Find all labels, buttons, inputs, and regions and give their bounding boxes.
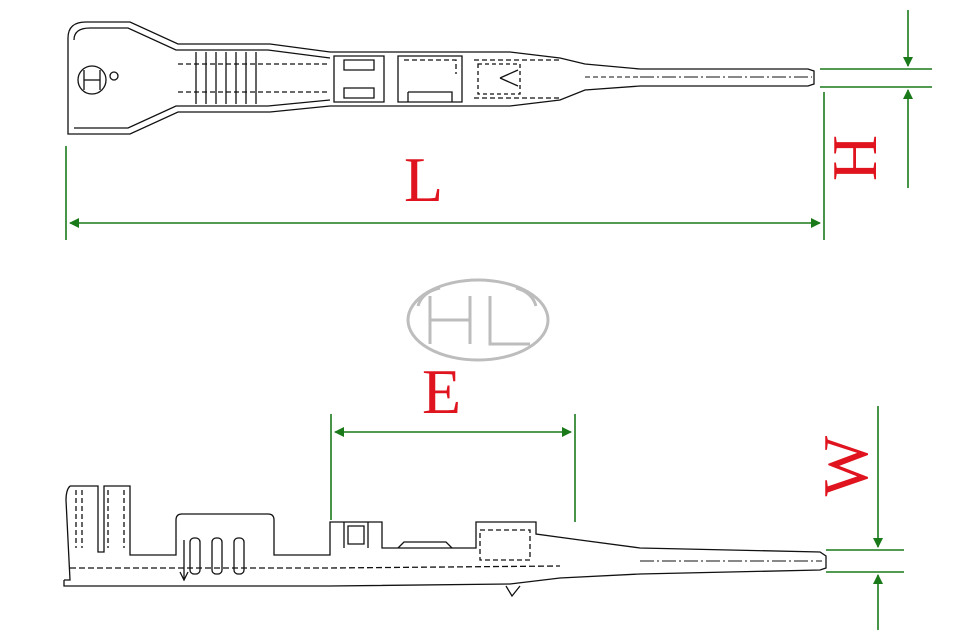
- dimension-label-length: L: [404, 144, 444, 215]
- dimension-label-width: W: [810, 435, 882, 497]
- side-view-terminal: [63, 485, 827, 598]
- dimension-label-pitch: E: [422, 356, 462, 427]
- top-view-terminal: [67, 21, 815, 135]
- dimension-label-height: H: [819, 134, 891, 182]
- dimension-lines: [65, 10, 932, 630]
- watermark-logo: [406, 278, 550, 362]
